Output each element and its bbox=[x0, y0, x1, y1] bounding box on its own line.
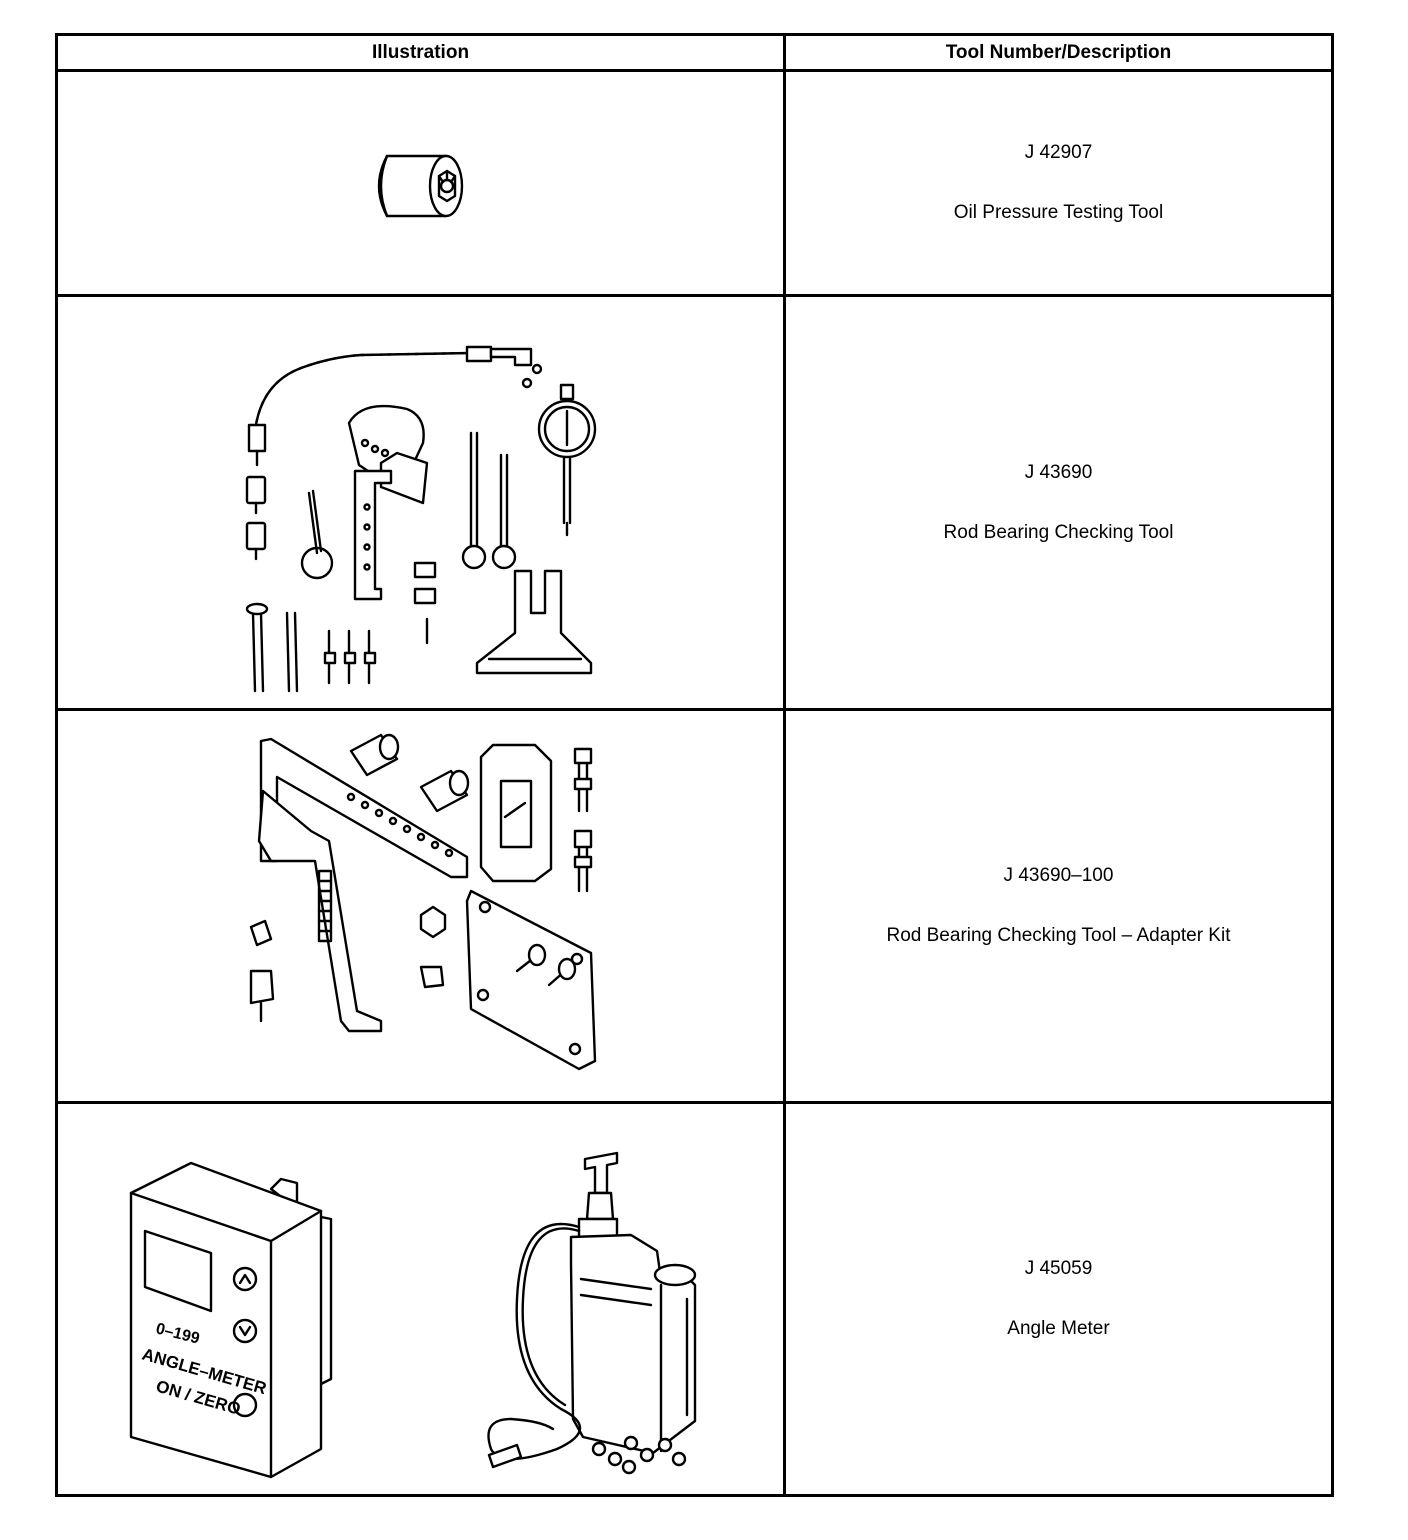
angle-meter-icon: 0–199 ANGLE–METER ON / ZERO bbox=[129, 1151, 696, 1479]
tool-number: J 45059 bbox=[1024, 1258, 1093, 1279]
oil-pressure-testing-tool-icon bbox=[377, 154, 463, 218]
tool-description: Rod Bearing Checking Tool – Adapter Kit bbox=[886, 925, 1231, 946]
description-cell: J 42907 Oil Pressure Testing Tool bbox=[783, 69, 1334, 297]
illustration-cell: 0–199 ANGLE–METER ON / ZERO bbox=[55, 1101, 786, 1497]
table-row: J 42907 Oil Pressure Testing Tool bbox=[55, 69, 1334, 297]
tool-column-header: Tool Number/Description bbox=[783, 33, 1334, 72]
rod-bearing-checking-tool-icon bbox=[245, 345, 596, 692]
description-cell: J 43690–100 Rod Bearing Checking Tool – … bbox=[783, 708, 1334, 1104]
tool-description: Oil Pressure Testing Tool bbox=[953, 202, 1164, 223]
table-row: J 43690–100 Rod Bearing Checking Tool – … bbox=[55, 708, 1334, 1104]
table-row: 0–199 ANGLE–METER ON / ZERO bbox=[55, 1101, 1334, 1497]
illustration-column-header: Illustration bbox=[55, 33, 786, 72]
table-row: J 43690 Rod Bearing Checking Tool bbox=[55, 294, 1334, 711]
illustration-cell bbox=[55, 294, 786, 711]
illustration-cell bbox=[55, 69, 786, 297]
description-cell: J 43690 Rod Bearing Checking Tool bbox=[783, 294, 1334, 711]
illustration-cell bbox=[55, 708, 786, 1104]
tool-number: J 43690 bbox=[1024, 461, 1093, 483]
adapter-kit-icon bbox=[249, 733, 596, 1071]
tool-description: Angle Meter bbox=[1007, 1318, 1110, 1339]
header-row: Illustration Tool Number/Description bbox=[55, 33, 1334, 72]
special-tools-table: Illustration Tool Number/Description J 4… bbox=[55, 33, 1334, 1497]
tool-description: Rod Bearing Checking Tool bbox=[943, 521, 1174, 543]
tool-number: J 43690–100 bbox=[1003, 865, 1114, 886]
tool-number: J 42907 bbox=[1024, 142, 1093, 163]
description-cell: J 45059 Angle Meter bbox=[783, 1101, 1334, 1497]
